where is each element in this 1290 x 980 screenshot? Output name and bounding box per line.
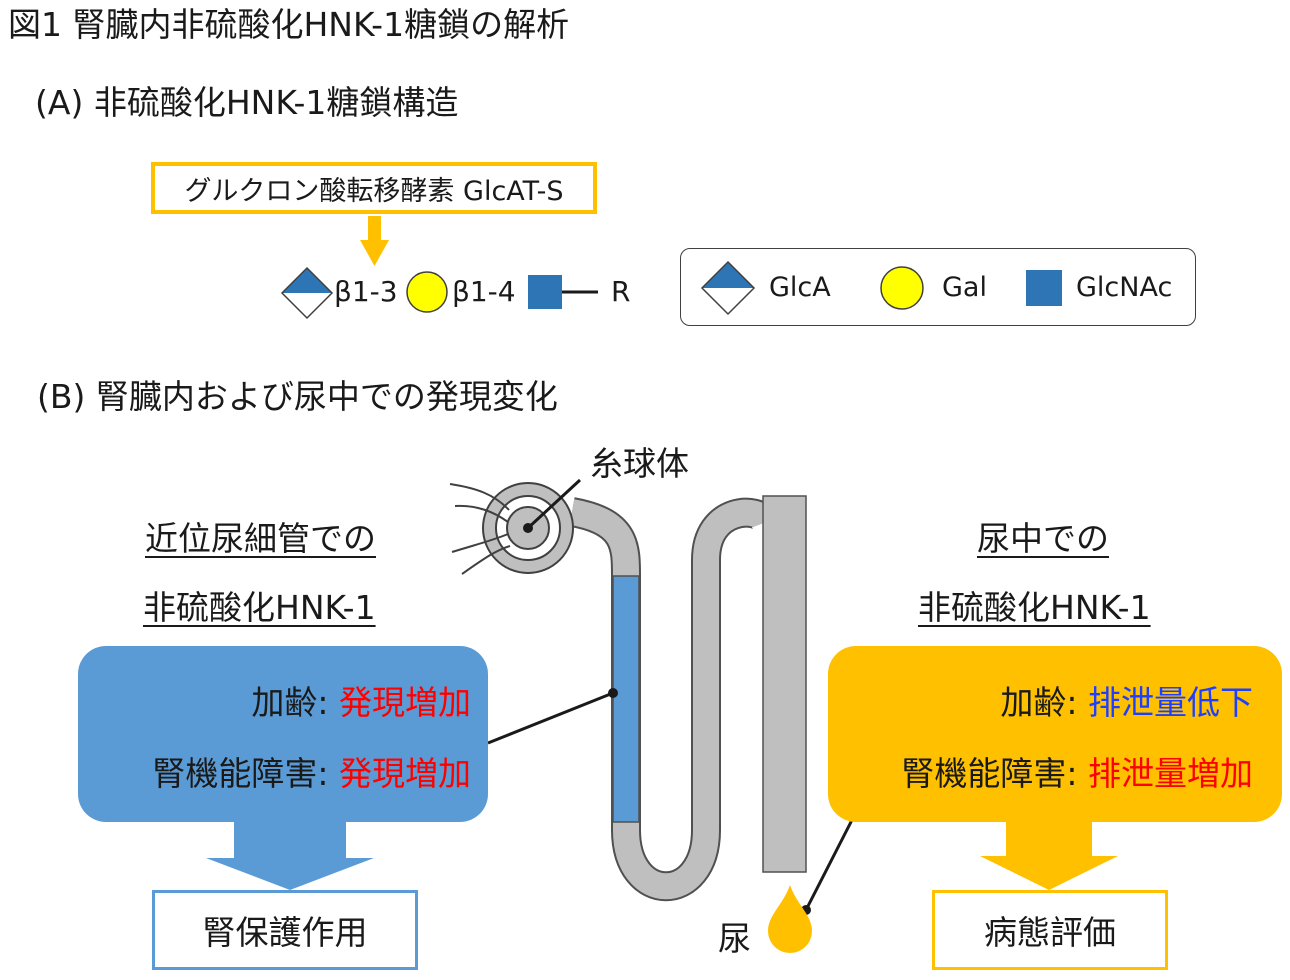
left-row2-value: 発現増加 bbox=[339, 754, 471, 793]
r-label: R bbox=[611, 275, 631, 308]
glomerulus-icon bbox=[449, 482, 574, 575]
right-outcome-box: 病態評価 bbox=[932, 890, 1168, 970]
enzyme-arrow bbox=[360, 216, 389, 266]
left-row1-label: 加齢: bbox=[251, 683, 339, 722]
nephron-tubule bbox=[568, 495, 807, 902]
left-outcome-label: 腎保護作用 bbox=[202, 913, 368, 952]
legend-label-glca: GlcA bbox=[769, 272, 831, 303]
left-findings-box: 加齢: 発現増加 腎機能障害: 発現増加 bbox=[78, 646, 488, 822]
left-row2-label: 腎機能障害: bbox=[152, 754, 339, 793]
urine-label: 尿 bbox=[718, 919, 751, 958]
left-outcome-box: 腎保護作用 bbox=[152, 890, 418, 970]
left-row-aging: 加齢: 発現増加 bbox=[251, 686, 471, 719]
right-findings-box: 加齢: 排泄量低下 腎機能障害: 排泄量増加 bbox=[828, 646, 1282, 822]
glomerulus-pointer-dot bbox=[523, 523, 533, 533]
right-row1-value: 排泄量低下 bbox=[1088, 683, 1253, 722]
left-header-line1: 近位尿細管での bbox=[145, 519, 376, 558]
section-a-heading: (A) 非硫酸化HNK-1糖鎖構造 bbox=[35, 83, 459, 122]
gal-circle-icon bbox=[406, 271, 448, 313]
right-row2-label: 腎機能障害: bbox=[901, 754, 1088, 793]
glcnac-square-icon bbox=[528, 275, 562, 309]
legend-label-gal: Gal bbox=[942, 272, 987, 303]
right-outcome-label: 病態評価 bbox=[984, 913, 1116, 952]
glomerulus-pointer-line bbox=[526, 478, 582, 530]
section-b-heading: (B) 腎臓内および尿中での発現変化 bbox=[37, 377, 558, 416]
legend-gal-icon bbox=[880, 266, 924, 310]
legend-glca-icon bbox=[700, 260, 756, 316]
right-row1-label: 加齢: bbox=[1000, 683, 1088, 722]
right-row2-value: 排泄量増加 bbox=[1088, 754, 1253, 793]
linkage-beta1-3: β1-3 bbox=[334, 275, 398, 308]
enzyme-label: グルクロン酸転移酵素 GlcAT-S bbox=[184, 175, 564, 207]
right-down-arrow bbox=[980, 822, 1118, 890]
right-header-line1: 尿中での bbox=[977, 519, 1109, 558]
right-row-aging: 加齢: 排泄量低下 bbox=[1000, 686, 1253, 719]
tubule-pointer-dot bbox=[608, 688, 618, 698]
right-header-line2: 非硫酸化HNK-1 bbox=[918, 588, 1151, 627]
glomerulus-label: 糸球体 bbox=[590, 444, 689, 483]
legend-label-glcnac: GlcNAc bbox=[1076, 272, 1173, 303]
figure-title: 図1 腎臓内非硫酸化HNK-1糖鎖の解析 bbox=[8, 5, 570, 44]
right-row-renal: 腎機能障害: 排泄量増加 bbox=[901, 757, 1253, 790]
left-header-line2: 非硫酸化HNK-1 bbox=[143, 588, 376, 627]
legend-glcnac-icon bbox=[1026, 270, 1062, 306]
left-row1-value: 発現増加 bbox=[339, 683, 471, 722]
urine-droplet-icon bbox=[768, 885, 812, 953]
glcA-diamond-icon bbox=[280, 266, 334, 320]
left-row-renal: 腎機能障害: 発現増加 bbox=[152, 757, 471, 790]
symbol-legend bbox=[680, 248, 1196, 326]
linkage-beta1-4: β1-4 bbox=[452, 275, 516, 308]
urine-pointer-line bbox=[804, 817, 855, 911]
left-down-arrow bbox=[206, 822, 374, 890]
tubule-pointer-line bbox=[487, 691, 614, 745]
enzyme-box: グルクロン酸転移酵素 GlcAT-S bbox=[151, 162, 597, 214]
